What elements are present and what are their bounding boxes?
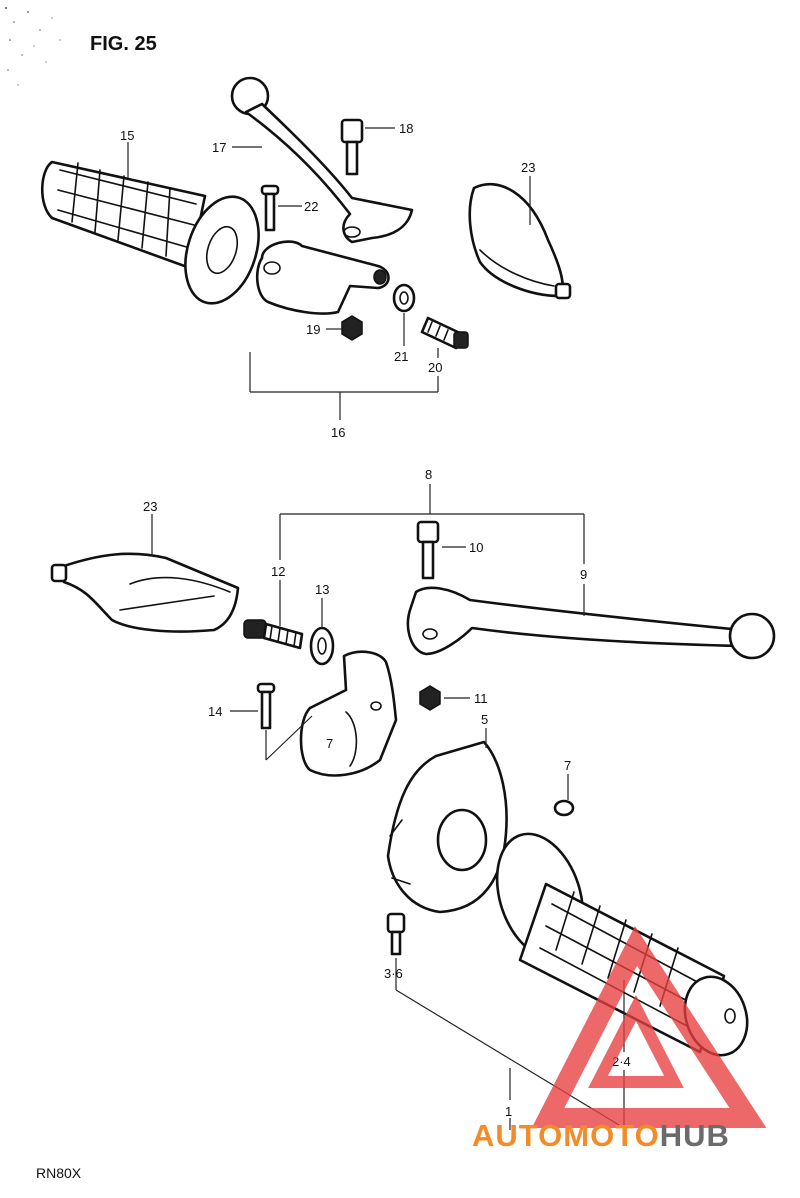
label-21: 21 [394, 349, 408, 364]
part-16-bracket [255, 240, 390, 315]
part-9-lever [406, 586, 776, 660]
part-13-washer [309, 626, 335, 666]
label-8: 8 [425, 467, 432, 482]
label-13: 13 [315, 582, 329, 597]
label-23-lower: 23 [143, 499, 157, 514]
watermark-brand-part2: HUB [660, 1118, 730, 1153]
label-22: 22 [304, 199, 318, 214]
part-19-nut [341, 315, 363, 341]
part-18-bolt [340, 118, 364, 176]
label-15: 15 [120, 128, 134, 143]
label-3-6: 3·6 [384, 966, 403, 981]
watermark-triangle-outer [531, 926, 767, 1128]
scan-noise [5, 7, 61, 86]
part-23-lower-cover [50, 552, 240, 633]
label-11: 11 [474, 691, 488, 706]
watermark-logo [531, 926, 767, 1128]
label-19: 19 [306, 322, 320, 337]
label-7-bracket: 7 [326, 736, 333, 751]
part-14-screw [256, 682, 276, 730]
part-20-bolt [420, 316, 469, 350]
label-16: 16 [331, 425, 345, 440]
figure-title: FIG. 25 [90, 33, 157, 55]
watermark-brand: AUTOMOTOHUB [472, 1118, 730, 1153]
label-20: 20 [428, 360, 442, 375]
part-17-lever [230, 76, 414, 244]
upper-leader-lines [127, 127, 531, 420]
part-3-6-screw [386, 912, 406, 956]
label-9: 9 [580, 567, 587, 582]
part-22-screw [260, 184, 280, 232]
label-10: 10 [469, 540, 483, 555]
part-7-collar [553, 799, 575, 817]
label-1: 1 [505, 1104, 512, 1119]
part-23-upper-cover [468, 182, 572, 300]
label-14: 14 [208, 704, 222, 719]
watermark-triangle-inner [588, 994, 684, 1088]
label-17: 17 [212, 140, 226, 155]
label-12: 12 [271, 564, 285, 579]
part-15-grip [40, 160, 260, 305]
label-23-upper: 23 [521, 160, 535, 175]
label-5: 5 [481, 712, 488, 727]
label-18: 18 [399, 121, 413, 136]
model-code: RN80X [36, 1165, 82, 1181]
part-5-housing [386, 740, 508, 914]
part-12-screw [243, 619, 304, 650]
watermark-brand-part1: AUTOMOTO [472, 1118, 660, 1153]
part-11-nut [419, 685, 441, 711]
label-7-collar: 7 [564, 758, 571, 773]
part-10-bolt [416, 520, 440, 580]
part-21-washer [392, 283, 416, 313]
part-7-bracket [299, 650, 398, 777]
